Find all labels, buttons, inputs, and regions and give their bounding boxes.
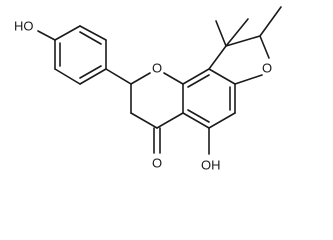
bond <box>54 25 81 41</box>
furan-oxygen-label: O <box>262 60 272 75</box>
chemical-structure-diagram: HO O O O OH <box>14 6 282 172</box>
bond <box>187 109 210 123</box>
bond <box>37 30 56 41</box>
bond <box>225 35 261 47</box>
bond <box>79 68 107 85</box>
bond-lines <box>37 6 282 155</box>
bond <box>208 68 236 85</box>
bond <box>208 112 236 129</box>
bond <box>225 18 249 47</box>
bond <box>54 68 81 85</box>
bond <box>130 72 151 85</box>
bond <box>79 31 102 45</box>
bond <box>105 68 132 85</box>
bond <box>259 35 270 59</box>
bond <box>79 65 102 79</box>
hydroxyl-label: OH <box>201 157 221 172</box>
bond <box>156 112 184 129</box>
bond <box>163 72 184 85</box>
hydroxyl-label: HO <box>14 18 34 33</box>
bond <box>182 68 210 85</box>
bond <box>182 112 210 129</box>
ring-oxygen-label: O <box>152 60 162 75</box>
bond <box>215 20 227 47</box>
bond <box>234 74 263 85</box>
bond <box>187 74 210 88</box>
ketone-oxygen-label: O <box>152 155 162 170</box>
bond <box>259 6 282 37</box>
atom-labels: HO O O O OH <box>14 18 272 172</box>
bond <box>130 112 158 129</box>
bond <box>208 45 227 70</box>
bond <box>79 25 107 41</box>
